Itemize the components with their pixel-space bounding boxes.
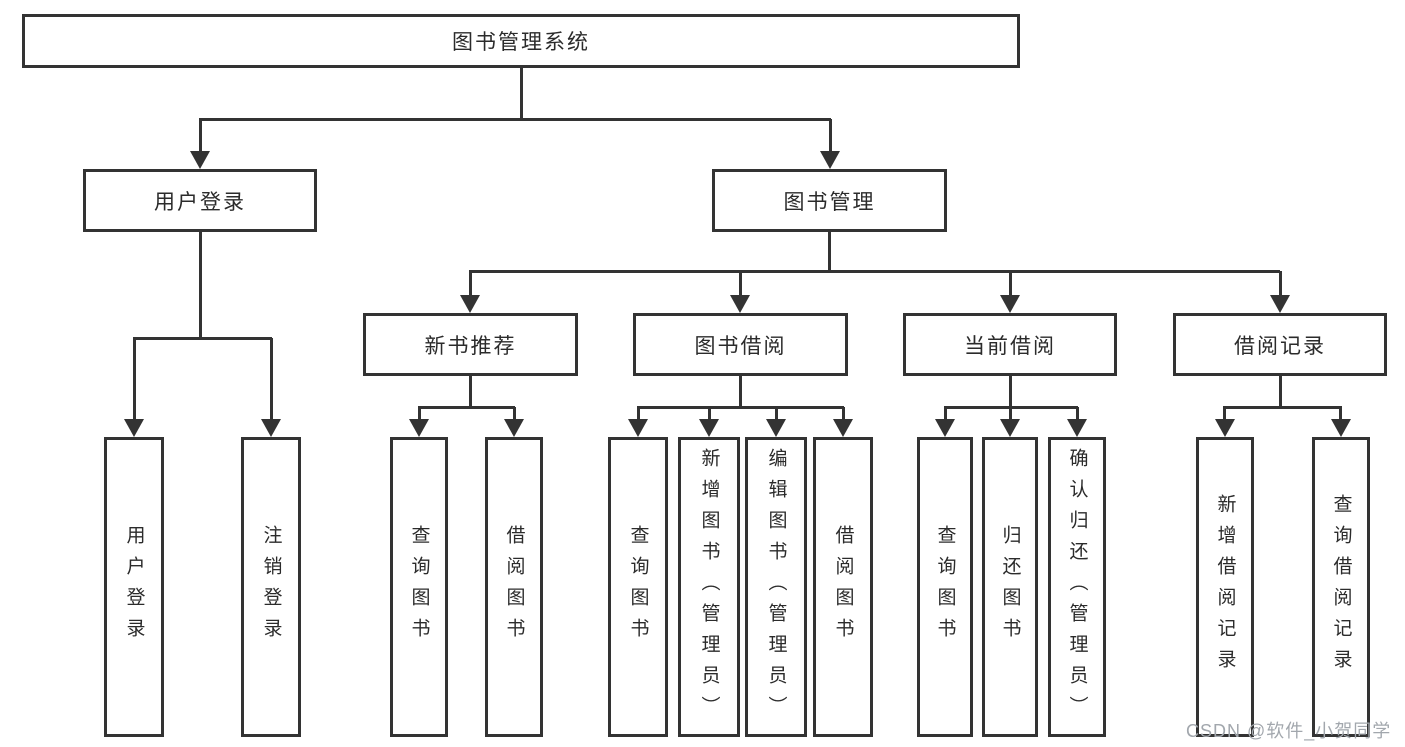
arrow-down-leaf [504, 419, 524, 437]
arrow-down-leaf [699, 419, 719, 437]
leaf-user-login: 用户登录 [104, 437, 164, 737]
connector-to-book-management [829, 119, 832, 153]
leaf-borrow-edit-book-label: 编辑图书（管理员） [765, 447, 787, 727]
arrow-down-leaf [833, 419, 853, 437]
arrow-down-leaf-login [124, 419, 144, 437]
arrow-down-leaf-logout [261, 419, 281, 437]
connector-to-current-borrow [1009, 271, 1012, 297]
arrow-down-new-book [460, 295, 480, 313]
connector-leaf [637, 407, 640, 421]
arrow-down-leaf [766, 419, 786, 437]
arrow-down-leaf [628, 419, 648, 437]
arrow-down-leaf [409, 419, 429, 437]
leaf-current-query-book-label: 查询图书 [934, 525, 956, 649]
node-new-book-recommend: 新书推荐 [363, 313, 578, 376]
leaf-record-add: 新增借阅记录 [1196, 437, 1254, 737]
connector-new-book-stem [469, 376, 472, 407]
node-book-management: 图书管理 [712, 169, 947, 232]
leaf-current-return-book-label: 归还图书 [999, 525, 1021, 649]
node-user-login: 用户登录 [83, 169, 317, 232]
connector-user-login-split [133, 337, 272, 340]
connector-leaf [1076, 407, 1079, 421]
connector-leaf [418, 407, 421, 421]
node-borrow-record-label: 借阅记录 [1234, 334, 1326, 358]
leaf-borrow-query-book-label: 查询图书 [627, 525, 649, 649]
connector-new-book-split [418, 406, 515, 409]
leaf-recommend-query-book: 查询图书 [390, 437, 448, 737]
node-book-borrow: 图书借阅 [633, 313, 848, 376]
arrow-down-leaf [1215, 419, 1235, 437]
node-current-borrow: 当前借阅 [903, 313, 1117, 376]
connector-book-management-split [469, 270, 1280, 273]
leaf-borrow-edit-book: 编辑图书（管理员） [745, 437, 807, 737]
leaf-borrow-add-book: 新增图书（管理员） [678, 437, 740, 737]
connector-root-stem [520, 68, 523, 119]
leaf-recommend-query-book-label: 查询图书 [408, 525, 430, 649]
csdn-watermark: CSDN @软件_小贺同学 [1186, 721, 1392, 741]
leaf-logout: 注销登录 [241, 437, 301, 737]
leaf-record-add-label: 新增借阅记录 [1214, 494, 1236, 680]
connector-leaf [1009, 407, 1012, 421]
connector-leaf [1223, 407, 1226, 421]
connector-to-user-login [199, 119, 202, 153]
connector-borrow-record-split [1223, 406, 1342, 409]
arrow-down-book-borrow [730, 295, 750, 313]
node-root: 图书管理系统 [22, 14, 1020, 68]
connector-book-borrow-stem [739, 376, 742, 407]
connector-to-leaf-logout [270, 338, 273, 421]
leaf-record-query: 查询借阅记录 [1312, 437, 1370, 737]
leaf-borrow-borrow-book-label: 借阅图书 [832, 525, 854, 649]
leaf-logout-label: 注销登录 [260, 525, 282, 649]
leaf-user-login-label: 用户登录 [123, 525, 145, 649]
arrow-down-user-login [190, 151, 210, 169]
node-book-borrow-label: 图书借阅 [694, 334, 787, 358]
leaf-record-query-label: 查询借阅记录 [1330, 494, 1352, 680]
leaf-borrow-borrow-book: 借阅图书 [813, 437, 873, 737]
leaf-borrow-add-book-label: 新增图书（管理员） [698, 447, 720, 727]
connector-to-borrow-record [1279, 271, 1282, 297]
connector-to-book-borrow [739, 271, 742, 297]
arrow-down-borrow-record [1270, 295, 1290, 313]
connector-leaf [775, 407, 778, 421]
connector-borrow-record-stem [1279, 376, 1282, 407]
leaf-borrow-query-book: 查询图书 [608, 437, 668, 737]
leaf-recommend-borrow-book: 借阅图书 [485, 437, 543, 737]
connector-leaf [708, 407, 711, 421]
connector-book-management-stem [828, 232, 831, 271]
arrow-down-book-management [820, 151, 840, 169]
connector-root-split [199, 118, 831, 121]
connector-user-login-stem [199, 232, 202, 338]
arrow-down-leaf [935, 419, 955, 437]
node-borrow-record: 借阅记录 [1173, 313, 1387, 376]
leaf-current-return-book: 归还图书 [982, 437, 1038, 737]
connector-leaf [842, 407, 845, 421]
arrow-down-leaf [1000, 419, 1020, 437]
leaf-current-query-book: 查询图书 [917, 437, 973, 737]
connector-current-borrow-stem [1009, 376, 1012, 407]
node-user-login-label: 用户登录 [154, 190, 246, 214]
leaf-recommend-borrow-book-label: 借阅图书 [503, 525, 525, 649]
connector-to-leaf-login [133, 338, 136, 421]
connector-book-borrow-split [637, 406, 844, 409]
leaf-current-confirm-return: 确认归还（管理员） [1048, 437, 1106, 737]
leaf-current-confirm-return-label: 确认归还（管理员） [1066, 447, 1088, 727]
arrow-down-leaf [1331, 419, 1351, 437]
node-book-management-label: 图书管理 [783, 190, 876, 214]
node-current-borrow-label: 当前借阅 [964, 334, 1056, 358]
node-root-label: 图书管理系统 [452, 31, 590, 54]
node-new-book-recommend-label: 新书推荐 [424, 334, 517, 358]
arrow-down-current-borrow [1000, 295, 1020, 313]
connector-leaf [513, 407, 516, 421]
connector-leaf [944, 407, 947, 421]
connector-to-new-book [469, 271, 472, 297]
connector-leaf [1339, 407, 1342, 421]
arrow-down-leaf [1067, 419, 1087, 437]
